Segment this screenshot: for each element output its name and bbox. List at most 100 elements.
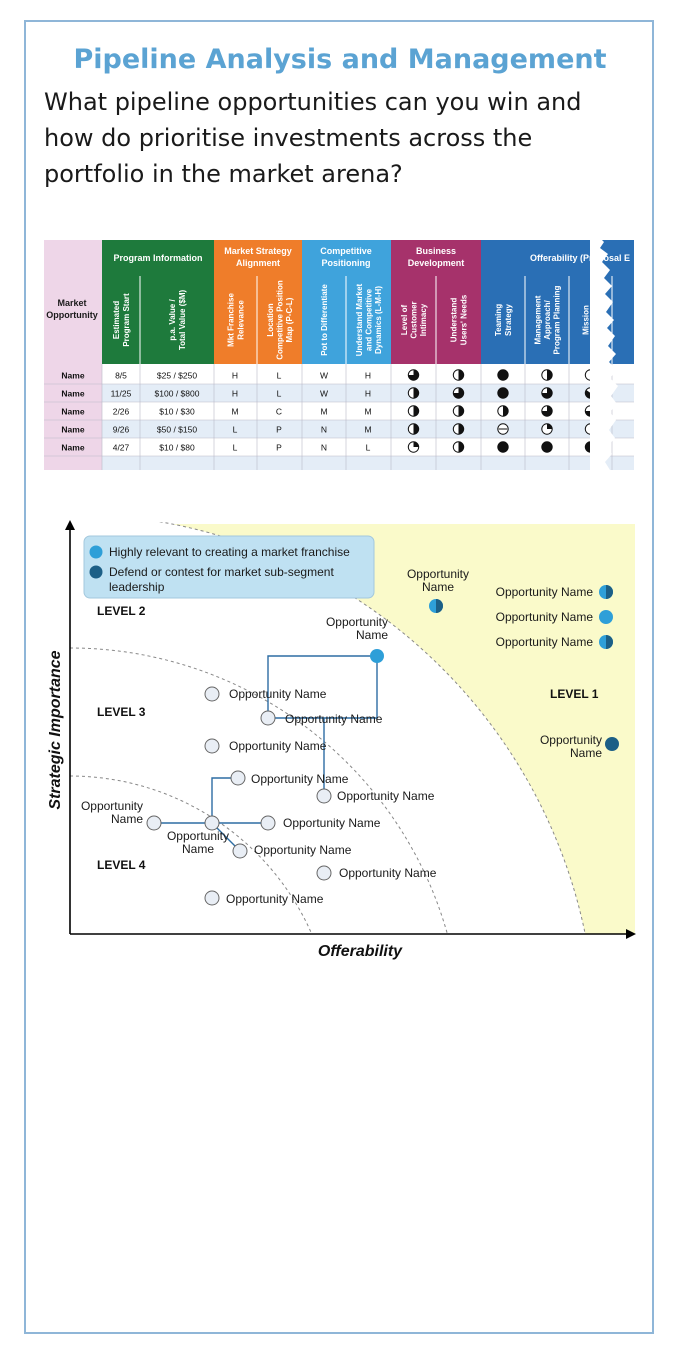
opportunity-marker-icon <box>605 737 619 751</box>
cell-start: 11/25 <box>111 389 132 399</box>
opportunity-node[interactable]: Opportunity Name <box>496 635 613 649</box>
opportunity-marker-icon <box>260 710 276 726</box>
opportunity-label: Opportunity Name <box>496 610 594 624</box>
column-header-8: TeamingStrategy <box>494 303 513 336</box>
cell-diff: M <box>320 407 327 417</box>
harvey-ball <box>452 369 465 381</box>
cell-dyn: H <box>365 389 371 399</box>
cell-name: Name <box>61 425 84 435</box>
opportunity-marker-icon <box>146 815 162 831</box>
opportunity-marker-icon <box>204 738 220 754</box>
cell-pcl: L <box>277 371 282 381</box>
column-header-4: Pot to Differentiate <box>320 284 329 356</box>
column-header-1: p.a. Value /Total Value ($M) <box>168 290 187 351</box>
level1-label: LEVEL 1 <box>550 687 599 701</box>
column-header-0: EstimatedProgram Start <box>112 293 131 347</box>
opportunity-label: Opportunity Name <box>254 843 352 857</box>
cell-value: $50 / $150 <box>157 425 197 435</box>
level3-boundary <box>70 775 313 934</box>
opportunity-chart: Strategic Importance Offerability Highly… <box>47 520 636 960</box>
group-label-program: Program Information <box>113 253 202 263</box>
opportunity-label: Opportunity Name <box>226 892 324 906</box>
opportunity-node[interactable]: Opportunity Name <box>204 890 324 906</box>
cell-start: 4/27 <box>113 443 130 453</box>
opportunity-label: Opportunity Name <box>229 739 327 753</box>
opportunity-marker-icon <box>204 686 220 702</box>
opportunity-node[interactable]: Opportunity Name <box>232 843 352 859</box>
group-label-offerability: Offerability (Proposal E <box>530 253 630 263</box>
level2-zone <box>70 522 586 934</box>
harvey-ball <box>497 405 509 417</box>
cell-name: Name <box>61 389 84 399</box>
cell-relevance: H <box>232 371 238 381</box>
opportunity-node[interactable]: Opportunity Name <box>230 770 349 786</box>
harvey-ball <box>497 423 509 435</box>
opportunity-label: Opportunity Name <box>285 712 383 726</box>
x-axis-arrow <box>626 929 636 939</box>
cell-name: Name <box>61 407 84 417</box>
content-frame <box>24 20 654 1334</box>
y-axis-label: Strategic Importance <box>47 650 64 809</box>
cell-diff: N <box>321 425 327 435</box>
harvey-ball <box>541 405 553 417</box>
opportunity-marker-icon <box>370 649 384 663</box>
cell-value: $10 / $80 <box>159 443 195 453</box>
level4-label: LEVEL 4 <box>97 858 146 872</box>
opportunity-node[interactable]: Opportunity Name <box>260 815 381 831</box>
page-title: Pipeline Analysis and Management <box>73 44 607 75</box>
opportunity-node[interactable]: Opportunity Name <box>316 865 437 881</box>
cell-value: $100 / $800 <box>155 389 200 399</box>
opportunity-label: Opportunity Name <box>229 687 327 701</box>
opportunity-node[interactable]: Opportunity Name <box>316 788 435 804</box>
opportunity-marker-icon <box>204 890 220 906</box>
opportunity-node[interactable]: Opportunity Name <box>204 738 327 754</box>
opportunity-label: Opportunity Name <box>496 585 594 599</box>
opportunity-node[interactable]: Opportunity Name <box>260 710 383 726</box>
cell-start: 2/26 <box>113 407 130 417</box>
opportunity-label: Opportunity Name <box>496 635 594 649</box>
opportunity-marker-icon <box>260 815 276 831</box>
level2-boundary <box>70 647 448 934</box>
column-header-5: Understand Marketand CompetitiveDynamics… <box>355 283 383 356</box>
opportunity-node[interactable]: Opportunity Name <box>496 585 613 599</box>
torn-edge <box>590 236 618 476</box>
harvey-ball <box>452 423 465 435</box>
opportunity-node[interactable]: Opportunity Name <box>496 610 613 624</box>
harvey-ball <box>541 369 553 381</box>
cell-start: 9/26 <box>113 425 130 435</box>
harvey-ball <box>541 387 553 399</box>
column-header-9: ManagementApproach/Program Planning <box>534 285 562 354</box>
harvey-ball <box>407 387 420 399</box>
cell-pcl: P <box>276 425 282 435</box>
page-question: What pipeline opportunities can you win … <box>44 88 582 188</box>
opportunity-label: Opportunity Name <box>337 789 435 803</box>
cell-dyn: M <box>364 425 371 435</box>
opportunity-marker-icon <box>204 815 220 831</box>
opportunity-marker-icon <box>230 770 246 786</box>
cell-relevance: L <box>233 425 238 435</box>
y-axis-arrow <box>65 520 75 530</box>
harvey-ball <box>407 369 420 381</box>
opportunity-label: Opportunity Name <box>283 816 381 830</box>
harvey-ball <box>497 441 509 453</box>
opportunity-node[interactable]: Opportunity Name <box>204 686 327 702</box>
cell-relevance: M <box>231 407 238 417</box>
opportunity-marker-icon <box>599 635 613 649</box>
cell-diff: W <box>320 371 328 381</box>
column-header-7: UnderstandUsers' Needs <box>450 294 469 345</box>
cell-relevance: H <box>232 389 238 399</box>
opportunity-label: Opportunity Name <box>339 866 437 880</box>
harvey-ball <box>407 405 420 417</box>
